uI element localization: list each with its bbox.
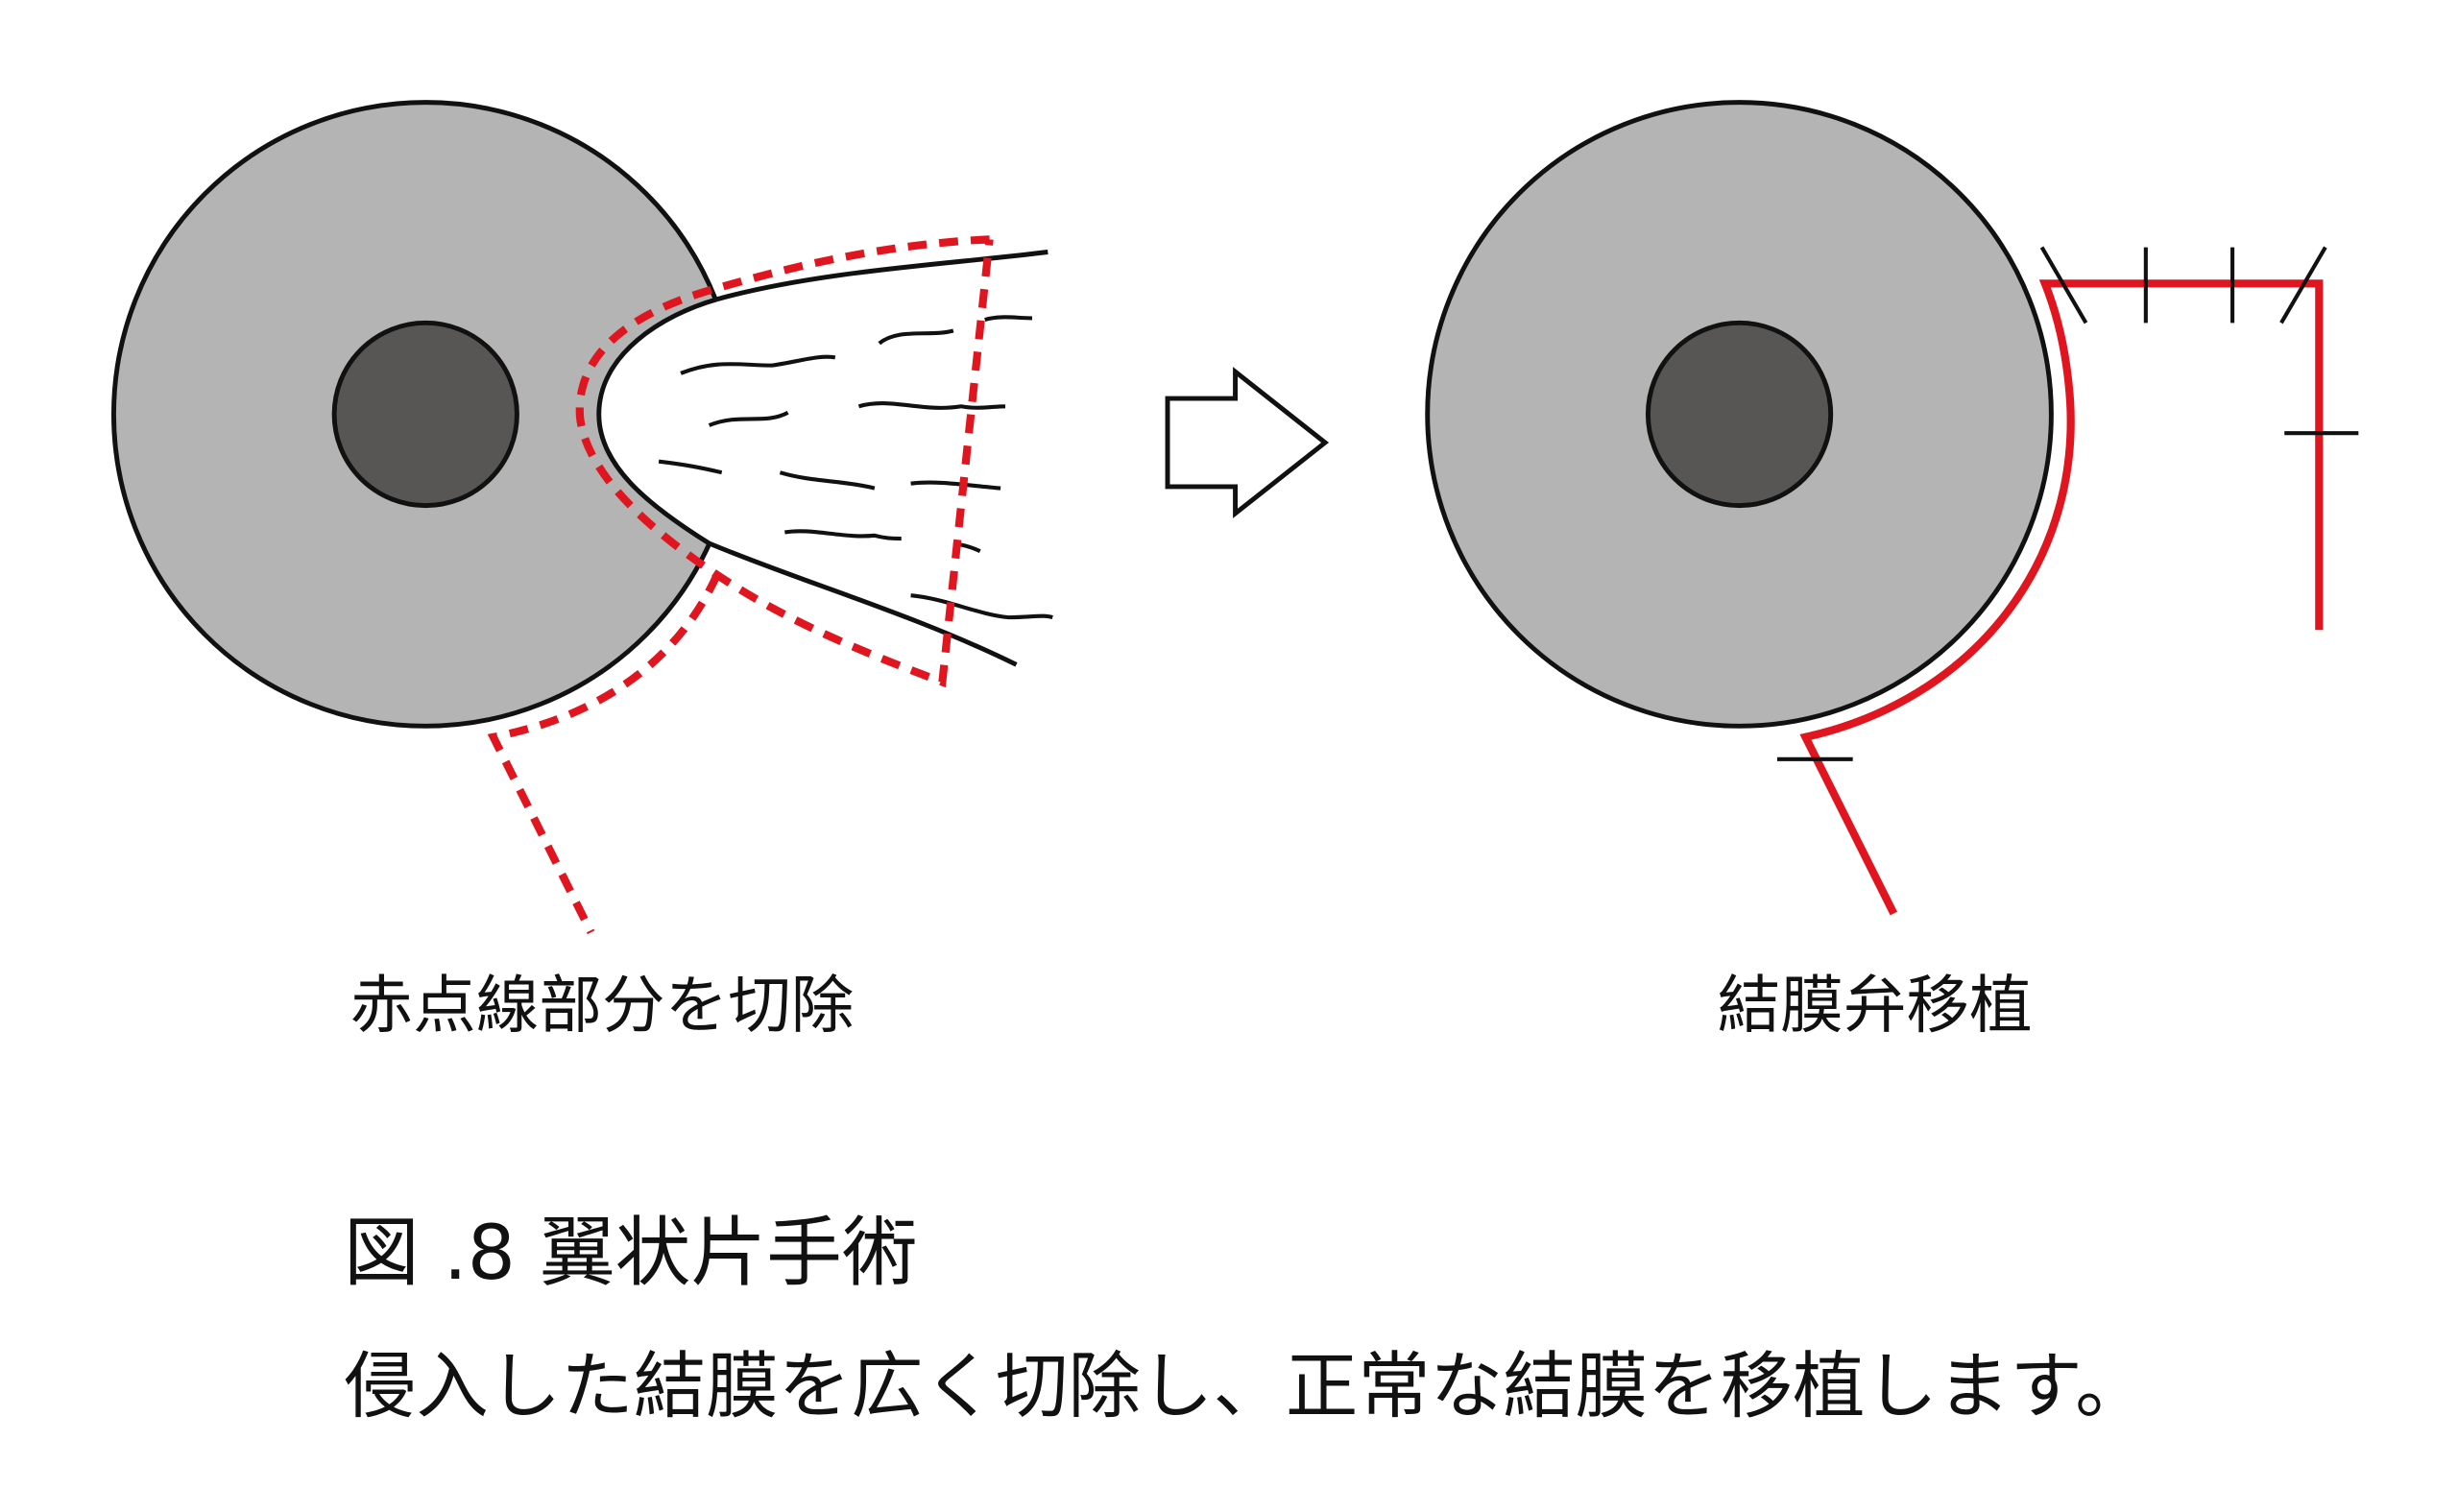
- pterygium-tissue: [598, 252, 1048, 678]
- excision-dashed-line: [487, 235, 994, 935]
- right-eye-diagram: [1425, 100, 2359, 916]
- right-pupil: [1645, 320, 1834, 509]
- pterygium-outline-bottom: [596, 297, 1018, 667]
- figure-title: 図 .8 翼状片手術: [344, 1209, 918, 1297]
- arrow-right-icon: [1165, 367, 1330, 518]
- pterygium-vessels: [658, 315, 1053, 620]
- left-panel-caption: 赤点線部分を切除: [350, 970, 855, 1043]
- figure-description: 侵入した結膜を広く切除し、正常な結膜を移植します。: [344, 1344, 2148, 1428]
- left-pupil: [331, 320, 519, 509]
- pterygium-outline-top: [716, 250, 1048, 302]
- right-panel-caption: 結膜弁移植: [1718, 970, 2033, 1043]
- left-eye-diagram: [110, 100, 1053, 935]
- sutures: [1776, 246, 2359, 761]
- conjunctival-flap-line: [1799, 279, 2324, 916]
